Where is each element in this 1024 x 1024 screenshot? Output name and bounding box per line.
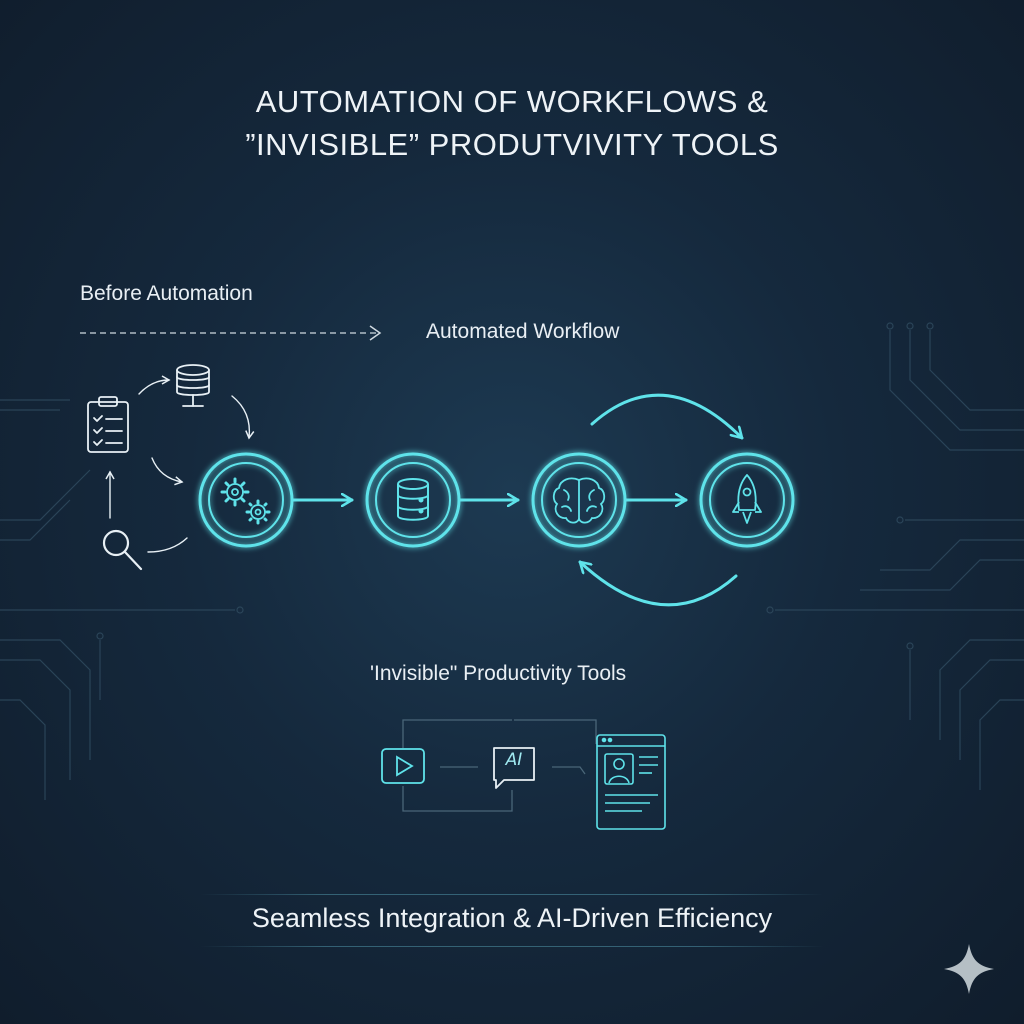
gears-icon [220,477,271,525]
database-icon [176,364,210,407]
automated-workflow-label: Automated Workflow [426,320,620,343]
sparkle-icon [944,944,994,994]
footer-divider-bottom [200,946,824,947]
database-node [365,452,461,548]
rocket-node [699,452,795,548]
video-play-icon [381,748,425,784]
clipboard-checklist-icon [87,396,129,453]
ai-chat-icon [493,747,535,789]
page-title-line-1: AUTOMATION OF WORKFLOWS & [255,84,769,119]
profile-document-icon [596,734,666,830]
ai-badge: AI [505,750,523,770]
page-title-line-2: ”INVISIBLE” PRODUTVIVITY TOOLS [245,127,779,162]
gears-node [198,452,294,548]
brain-icon [552,477,606,524]
rocket-icon [732,474,762,524]
before-dashed-arrow [80,325,382,341]
invisible-tools-label: 'Invisible" Productivity Tools [370,662,627,685]
footer-tagline: Seamless Integration & AI-Driven Efficie… [251,903,773,933]
database-icon [397,478,429,521]
footer-divider-top [200,894,824,895]
magnifier-icon [102,529,143,571]
tools-connectors [402,719,597,812]
before-automation-label: Before Automation [80,282,253,305]
